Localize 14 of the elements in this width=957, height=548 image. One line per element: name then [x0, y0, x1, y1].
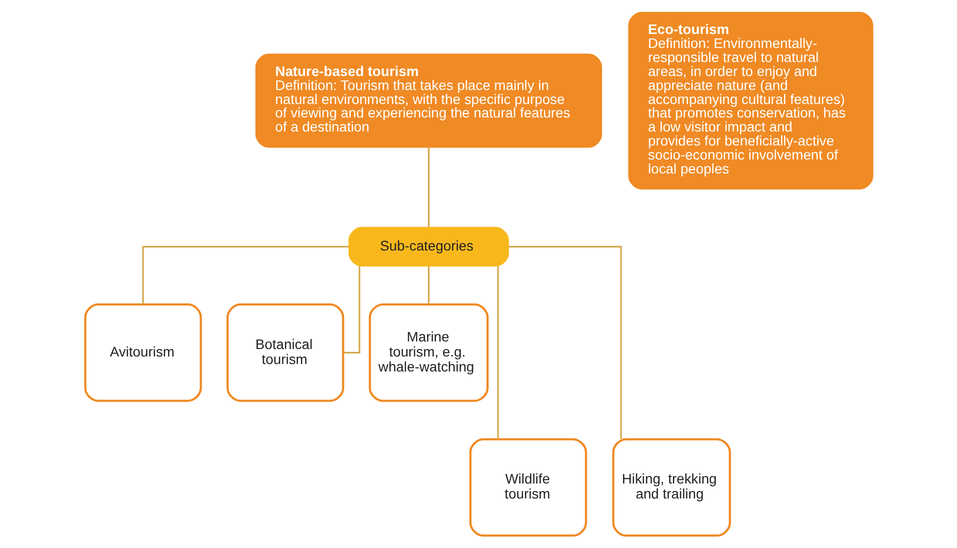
- node-box: Eco-tourism Definition: Environmentally-responsible travel to natural areas, in order to enjoy and appreciate nature (and accompanying cultural features) that promotes conservation, has a low visitor impact and provides for beneficially-active socio-economic involvement of local peoples: [628, 12, 873, 190]
- connector: [142, 246, 348, 304]
- node-box: Nature-based tourism Definition: Tourism that takes place mainly in natural environments, with the specific purpose of viewing and experiencing the natural features of a destination: [254, 54, 602, 148]
- node-box: Marine tourism, e.g. whale-watching: [368, 303, 488, 402]
- connector: [496, 266, 498, 440]
- node-box: Hiking, trekking and trailing: [612, 438, 730, 537]
- connector: [427, 266, 430, 304]
- node-box: Botanical tourism: [226, 303, 344, 402]
- connector: [342, 266, 360, 354]
- connector: [427, 147, 430, 228]
- node-box: Avitourism: [84, 303, 202, 402]
- node-box: Sub-categories: [348, 226, 508, 267]
- connector: [508, 246, 622, 440]
- node-box: Wildlife tourism: [468, 438, 587, 537]
